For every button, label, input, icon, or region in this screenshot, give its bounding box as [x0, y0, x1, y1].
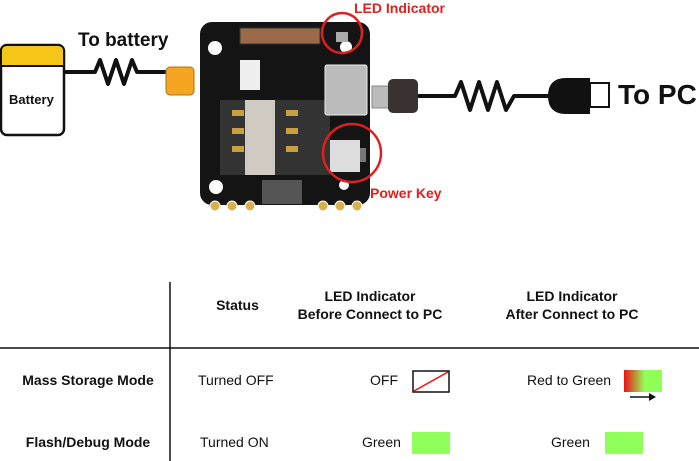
- row-led-before: OFF: [370, 372, 398, 388]
- header-led-before-line2: Before Connect to PC: [297, 306, 443, 322]
- green-swatch: [605, 432, 643, 454]
- row-mode: Mass Storage Mode: [22, 372, 154, 388]
- green-swatch: [412, 432, 450, 454]
- row-mode: Flash/Debug Mode: [25, 434, 151, 450]
- battery-connector: [165, 66, 195, 96]
- led-indicator-callout: LED Indicator: [354, 0, 446, 16]
- row-status: Turned OFF: [198, 372, 274, 388]
- arrow-right-icon: [630, 393, 656, 401]
- power-key-callout: Power Key: [370, 185, 442, 201]
- header-status: Status: [216, 297, 259, 313]
- pc-plug: [548, 78, 590, 114]
- usb-plug-tip: [371, 85, 391, 109]
- power-key-callout-circle: [321, 122, 383, 184]
- row-led-before: Green: [362, 434, 401, 450]
- battery-icon: [0, 43, 66, 137]
- led-off-swatch: [412, 370, 450, 393]
- battery-wire: [64, 58, 168, 86]
- row-status: Turned ON: [200, 434, 269, 450]
- usb-plug: [388, 79, 418, 113]
- header-led-after: LED Indicator After Connect to PC: [492, 287, 652, 323]
- red-to-green-swatch: [624, 370, 662, 392]
- rephone-board: [200, 22, 370, 212]
- row-led-after: Red to Green: [527, 372, 612, 388]
- header-led-before: LED Indicator Before Connect to PC: [290, 287, 450, 323]
- to-pc-label: To PC: [618, 79, 697, 110]
- header-led-before-line1: LED Indicator: [324, 288, 416, 304]
- led-indicator-callout-circle: [320, 11, 364, 55]
- to-battery-label: To battery: [78, 30, 169, 51]
- usb-wire: [418, 80, 550, 112]
- pc-plug-end: [589, 82, 610, 108]
- battery-label: Battery: [9, 92, 54, 107]
- header-led-after-line1: LED Indicator: [526, 288, 618, 304]
- row-led-after: Green: [551, 434, 590, 450]
- header-led-after-line2: After Connect to PC: [505, 306, 639, 322]
